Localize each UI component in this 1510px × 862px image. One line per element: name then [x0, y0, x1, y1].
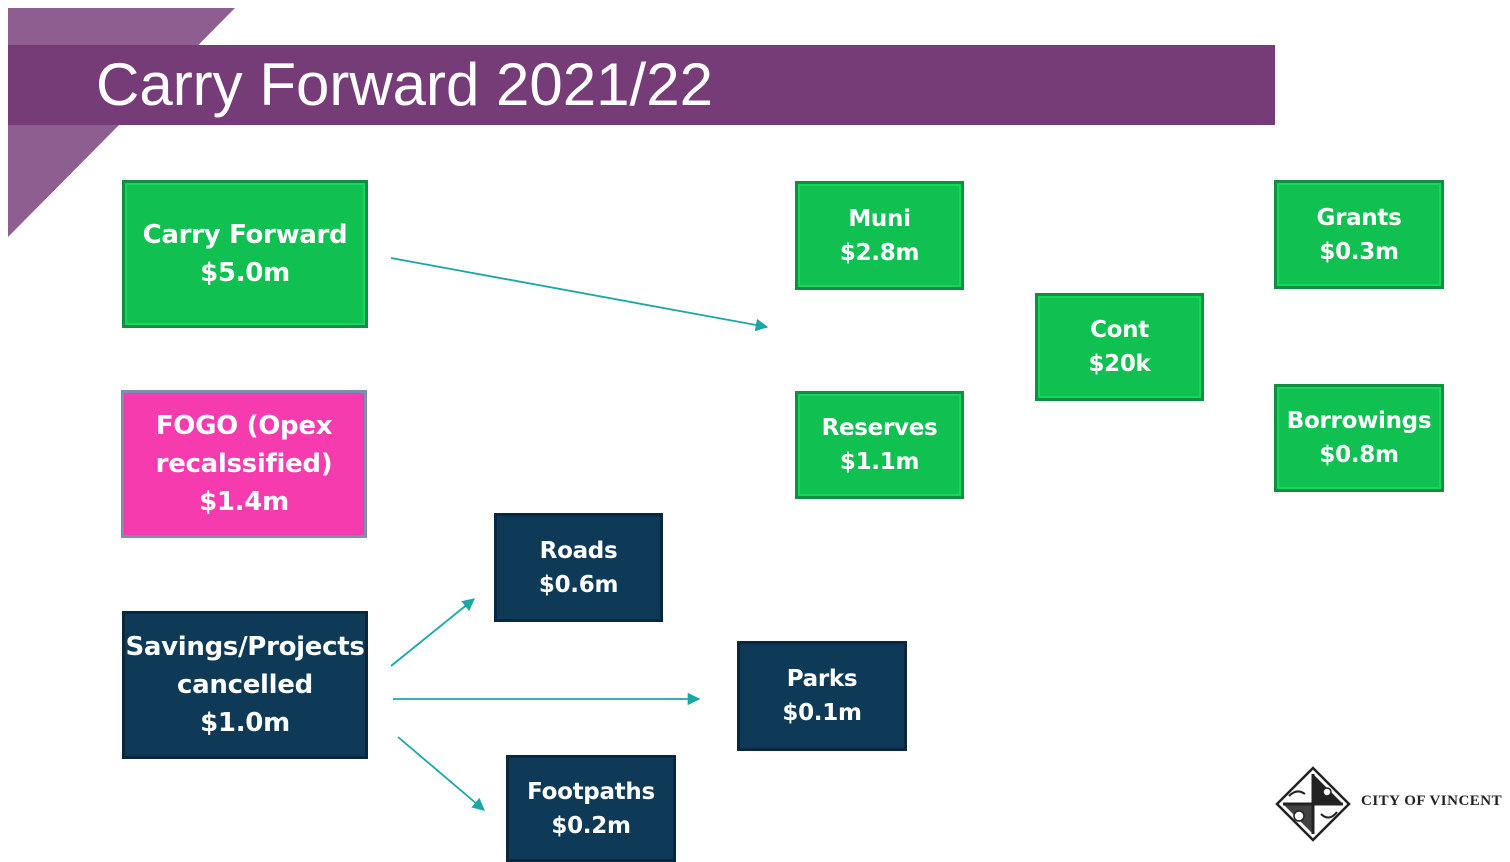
fogo-value: $1.4m [199, 487, 289, 517]
roads-box: Roads $0.6m [494, 513, 663, 622]
muni-box: Muni $2.8m [795, 181, 964, 290]
savings-line1: Savings/Projects [125, 632, 365, 662]
parks-value: $0.1m [782, 700, 862, 726]
fogo-line1: FOGO (Opex [155, 411, 333, 441]
city-of-vincent-logo: CITY OF VINCENT [1275, 766, 1510, 842]
borrowings-value: $0.8m [1319, 442, 1399, 468]
cont-value: $20k [1088, 351, 1151, 377]
roads-label: Roads [539, 537, 618, 564]
parks-label: Parks [786, 666, 858, 692]
title-bar: Carry Forward 2021/22 [8, 45, 1275, 125]
arrow-savings-to-footpaths [397, 736, 485, 811]
borrowings-box: Borrowings $0.8m [1274, 384, 1444, 492]
arrow-savings-to-roads [390, 598, 475, 667]
fogo-box: FOGO (Opex recalssified) $1.4m [121, 390, 367, 538]
page-title: Carry Forward 2021/22 [96, 51, 713, 118]
savings-value: $1.0m [200, 708, 290, 738]
carry-forward-box: Carry Forward $5.0m [122, 180, 368, 328]
reserves-value: $1.1m [839, 449, 920, 475]
parks-box: Parks $0.1m [737, 641, 907, 751]
footpaths-value: $0.2m [551, 812, 631, 839]
fogo-line2: recalssified) [155, 449, 333, 479]
borrowings-label: Borrowings [1286, 408, 1432, 434]
carry-forward-value: $5.0m [200, 258, 290, 288]
muni-value: $2.8m [839, 239, 920, 266]
grants-value: $0.3m [1319, 238, 1399, 265]
muni-label: Muni [848, 205, 911, 232]
city-crest-icon [1275, 766, 1351, 842]
carry-forward-label: Carry Forward [142, 220, 348, 250]
footpaths-label: Footpaths [527, 778, 655, 805]
logo-text: CITY OF VINCENT [1361, 793, 1503, 809]
roads-value: $0.6m [538, 571, 619, 598]
cont-box: Cont $20k [1035, 293, 1204, 401]
arrow-carry-to-muni [390, 257, 769, 332]
reserves-box: Reserves $1.1m [795, 391, 964, 499]
grants-label: Grants [1316, 204, 1402, 231]
savings-box: Savings/Projects cancelled $1.0m [122, 611, 368, 759]
savings-line2: cancelled [177, 670, 313, 700]
reserves-label: Reserves [821, 415, 938, 441]
cont-label: Cont [1090, 317, 1149, 343]
grants-box: Grants $0.3m [1274, 180, 1444, 289]
footpaths-box: Footpaths $0.2m [506, 755, 676, 862]
